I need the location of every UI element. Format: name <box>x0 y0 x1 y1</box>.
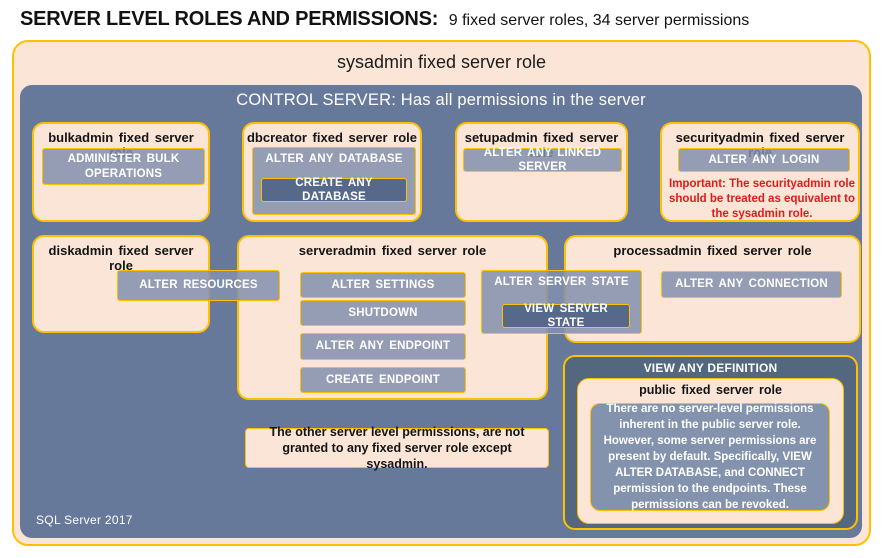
view-any-definition-label: VIEW ANY DEFINITION <box>643 361 778 375</box>
role-title-dbcreator: dbcreator fixed server role <box>246 130 418 145</box>
role-box-bulkadmin: bulkadmin fixed server role ADMINISTER B… <box>32 122 210 222</box>
permission-alter-resources: ALTER RESOURCES <box>117 270 280 301</box>
role-title-processadmin: processadmin fixed server role <box>613 243 812 258</box>
control-server-label: CONTROL SERVER: Has all permissions in t… <box>236 91 646 109</box>
role-box-dbcreator: dbcreator fixed server role ALTER ANY DA… <box>242 122 422 222</box>
view-any-definition-box: VIEW ANY DEFINITION public fixed server … <box>563 355 858 530</box>
permission-view-server-state: VIEW SERVER STATE <box>502 303 630 329</box>
permission-shutdown: SHUTDOWN <box>300 300 466 326</box>
sysadmin-role-label: sysadmin fixed server role <box>336 52 547 72</box>
permission-alter-any-endpoint: ALTER ANY ENDPOINT <box>300 333 466 360</box>
public-role-description: There are no server-level permissions in… <box>590 403 830 511</box>
page-title-subtext: 9 fixed server roles, 34 server permissi… <box>448 12 750 29</box>
sql-server-version-label: SQL Server 2017 <box>36 513 133 527</box>
permission-alter-any-login: ALTER ANY LOGIN <box>678 148 850 172</box>
permission-create-any-database: CREATE ANY DATABASE <box>261 177 407 203</box>
permission-alter-any-connection: ALTER ANY CONNECTION <box>661 271 842 298</box>
permission-alter-any-database: ALTER ANY DATABASE CREATE ANY DATABASE <box>252 147 416 215</box>
permission-alter-settings: ALTER SETTINGS <box>300 272 466 298</box>
permission-alter-any-database-label: ALTER ANY DATABASE <box>265 153 403 165</box>
role-title-serveradmin: serveradmin fixed server role <box>298 243 487 258</box>
page-title: SERVER LEVEL ROLES AND PERMISSIONS: 9 fi… <box>20 8 860 31</box>
role-box-securityadmin: securityadmin fixed server role ALTER AN… <box>660 122 860 222</box>
role-title-diskadmin: diskadmin fixed server role <box>48 243 194 273</box>
role-title-public: public fixed server role <box>639 383 782 397</box>
permission-create-endpoint: CREATE ENDPOINT <box>300 367 466 393</box>
permission-alter-server-state-label: ALTER SERVER STATE <box>494 276 629 288</box>
permission-administer-bulk-operations: ADMINISTER BULK OPERATIONS <box>42 148 205 185</box>
role-box-setupadmin: setupadmin fixed server role ALTER ANY L… <box>455 122 628 222</box>
permission-alter-any-linked-server: ALTER ANY LINKED SERVER <box>463 147 622 173</box>
page-title-main: SERVER LEVEL ROLES AND PERMISSIONS: <box>20 8 439 30</box>
securityadmin-warning-text: Important: The securityadmin role should… <box>669 178 855 220</box>
role-box-public: public fixed server role There are no se… <box>577 378 844 524</box>
other-permissions-note: The other server level permissions, are … <box>245 425 549 471</box>
permission-alter-server-state: ALTER SERVER STATE VIEW SERVER STATE <box>481 270 642 334</box>
role-box-serveradmin: serveradmin fixed server role ALTER SETT… <box>237 235 548 400</box>
